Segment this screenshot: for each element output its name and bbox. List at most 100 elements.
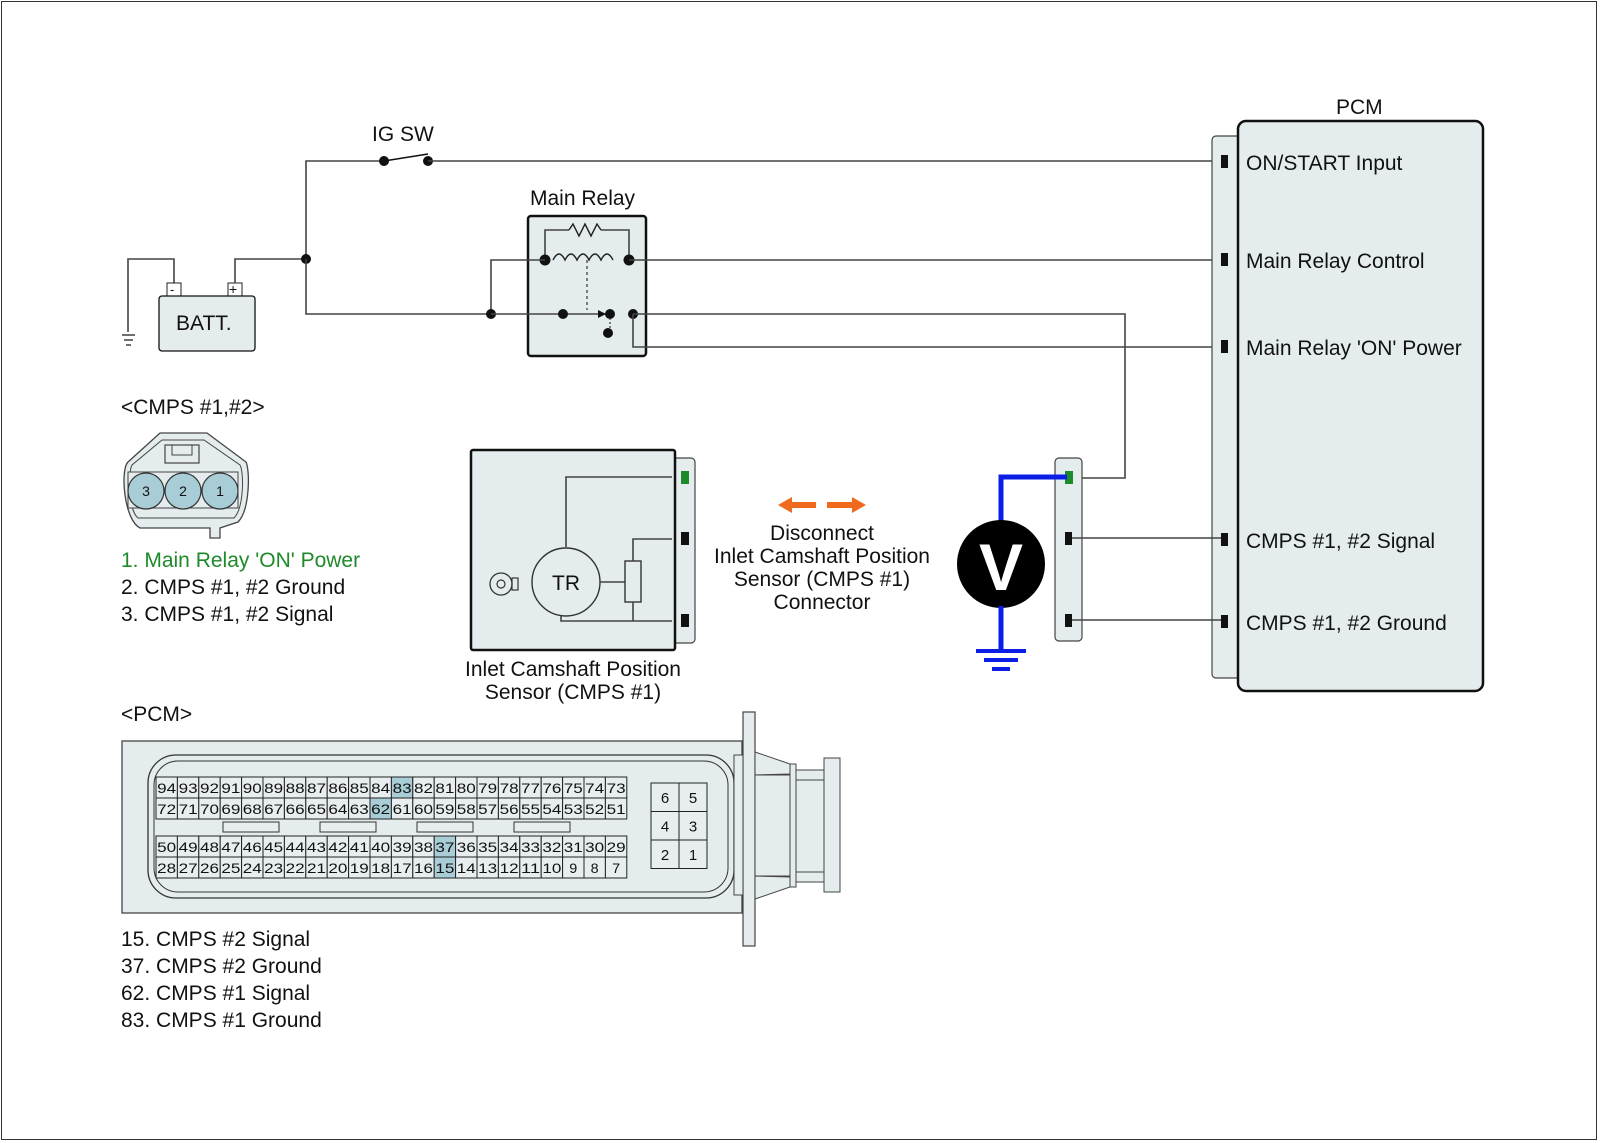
svg-text:12: 12: [500, 860, 519, 876]
pcm-pin-18: 18: [369, 856, 392, 879]
svg-text:68: 68: [243, 801, 262, 817]
pcm-pin-17: 17: [390, 856, 414, 879]
battery-minus-terminal: -: [170, 282, 174, 297]
pcm-pin-79: 79: [476, 776, 499, 799]
pcm-pin-92: 92: [198, 776, 221, 799]
svg-text:27: 27: [179, 860, 198, 876]
pcm-pin-52: 52: [583, 797, 606, 820]
pcm-pin-59: 59: [433, 797, 457, 820]
pcm-pin-44: 44: [283, 835, 307, 858]
svg-text:84: 84: [371, 780, 390, 796]
disconnect-note: Disconnect Inlet Camshaft Position Senso…: [714, 497, 930, 614]
svg-text:20: 20: [328, 860, 347, 876]
svg-text:61: 61: [393, 801, 412, 817]
svg-text:93: 93: [179, 780, 198, 796]
key-slot: [513, 821, 571, 833]
pcm-pin-8: 8: [583, 856, 606, 879]
pcm-pin-84: 84: [369, 776, 392, 799]
svg-text:74: 74: [585, 780, 604, 796]
svg-text:65: 65: [307, 801, 326, 817]
ground-icon: [976, 649, 1026, 671]
main-relay-label: Main Relay: [530, 187, 636, 210]
pcm-pin-80: 80: [455, 776, 478, 799]
pcm-pin-75: 75: [562, 776, 585, 799]
cmps-connector-face: <CMPS #1,#2> 3 2 1 1. Main Relay 'ON' Po…: [121, 396, 360, 626]
pcm-pin-70: 70: [198, 797, 221, 820]
svg-text:CMPS #1, #2 Signal: CMPS #1, #2 Signal: [1246, 530, 1435, 553]
svg-text:43: 43: [307, 839, 326, 855]
svg-text:7: 7: [612, 860, 620, 876]
svg-text:44: 44: [286, 839, 305, 855]
pcm-legend-item: 83. CMPS #1 Ground: [121, 1009, 322, 1032]
ground-icon: [122, 334, 135, 346]
pcm-aux-pin-4: 4: [650, 811, 680, 841]
svg-text:75: 75: [564, 780, 583, 796]
pcm-pin-43: 43: [305, 835, 328, 858]
pcm-pin-21: 21: [305, 856, 328, 879]
svg-text:39: 39: [393, 839, 412, 855]
pcm-aux-pin-3: 3: [678, 811, 708, 841]
cmps-legend-item: 2. CMPS #1, #2 Ground: [121, 576, 345, 599]
harness-pin-power: [1065, 471, 1073, 484]
svg-text:67: 67: [264, 801, 283, 817]
ig-switch: IG SW: [305, 123, 1221, 258]
pcm-pin-57: 57: [476, 797, 499, 820]
svg-text:22: 22: [286, 860, 305, 876]
pcm-aux-pin-5: 5: [678, 782, 708, 812]
svg-text:3: 3: [689, 819, 697, 836]
svg-text:36: 36: [457, 839, 476, 855]
svg-text:54: 54: [542, 801, 561, 817]
pcm-pin-39: 39: [390, 835, 414, 858]
pcm-pin-30: 30: [583, 835, 606, 858]
svg-text:62: 62: [371, 801, 390, 817]
pcm-pin-cmps-ground: CMPS #1, #2 Ground: [1221, 612, 1447, 635]
pcm-pin-60: 60: [412, 797, 435, 820]
pcm-pin-66: 66: [283, 797, 307, 820]
svg-text:55: 55: [521, 801, 540, 817]
svg-text:Main Relay Control: Main Relay Control: [1246, 250, 1425, 273]
pcm-pin-12: 12: [497, 856, 521, 879]
pcm-pin-34: 34: [497, 835, 521, 858]
pcm-pin-90: 90: [241, 776, 264, 799]
svg-text:32: 32: [542, 839, 561, 855]
pcm-pin-67: 67: [262, 797, 285, 820]
svg-text:56: 56: [500, 801, 519, 817]
svg-text:4: 4: [661, 819, 669, 836]
pcm-pin-63: 63: [348, 797, 371, 820]
pcm-pin-69: 69: [219, 797, 243, 820]
svg-text:13: 13: [478, 860, 497, 876]
transistor-label: TR: [552, 572, 580, 595]
pcm-pin-54: 54: [540, 797, 564, 820]
svg-text:64: 64: [328, 801, 347, 817]
svg-text:1: 1: [216, 483, 224, 499]
svg-text:47: 47: [221, 839, 240, 855]
battery-plus-terminal: +: [229, 281, 237, 297]
svg-text:9: 9: [569, 860, 577, 876]
pcm-pin-76: 76: [540, 776, 564, 799]
pcm-pin-45: 45: [262, 835, 285, 858]
svg-text:8: 8: [591, 860, 599, 876]
svg-text:41: 41: [350, 839, 369, 855]
pcm-label: PCM: [1336, 96, 1383, 119]
svg-text:Sensor (CMPS #1): Sensor (CMPS #1): [485, 681, 661, 704]
pcm-pin-48: 48: [198, 835, 221, 858]
magnet-icon: [489, 572, 519, 596]
pcm-pin-33: 33: [519, 835, 542, 858]
pcm-pin-47: 47: [219, 835, 243, 858]
svg-text:5: 5: [689, 790, 697, 807]
pcm-pin-64: 64: [326, 797, 350, 820]
pcm-pin-on-start: ON/START Input: [1221, 152, 1403, 175]
svg-text:3: 3: [142, 483, 150, 499]
svg-text:66: 66: [286, 801, 305, 817]
pcm-pin-56: 56: [497, 797, 521, 820]
pcm-pin-71: 71: [176, 797, 200, 820]
svg-text:38: 38: [414, 839, 433, 855]
pcm-pin-83: 83: [390, 776, 414, 799]
pcm-pin-89: 89: [262, 776, 285, 799]
svg-text:77: 77: [521, 780, 540, 796]
svg-text:45: 45: [264, 839, 283, 855]
pcm-pin-14: 14: [455, 856, 478, 879]
svg-text:1: 1: [689, 847, 697, 864]
pcm-pin-68: 68: [241, 797, 264, 820]
